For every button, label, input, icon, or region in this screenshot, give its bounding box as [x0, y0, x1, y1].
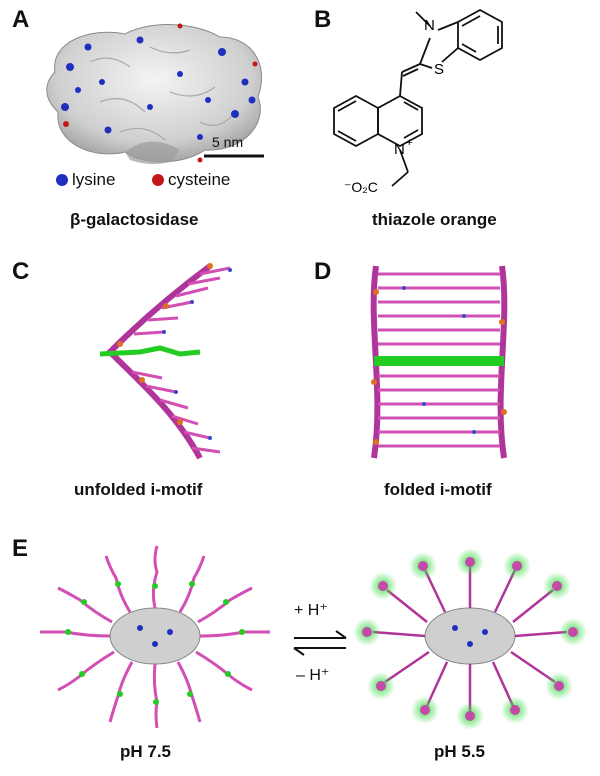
unfolded-imotif-image — [99, 263, 232, 460]
scale-bar-label: 5 nm — [212, 134, 244, 150]
atom-charge: + — [406, 137, 412, 149]
legend-lysine: lysine — [56, 170, 115, 190]
panel-d-letter: D — [314, 258, 332, 285]
cysteine-label: cysteine — [168, 170, 231, 189]
lysine-swatch — [56, 174, 68, 186]
panel-e-right-caption: pH 5.5 — [434, 742, 486, 761]
conjugate-ph75-image — [40, 545, 270, 729]
thiazole-orange-structure: N S N + ⁻O₂C — [333, 8, 503, 195]
atom-sulfur: S — [434, 61, 444, 78]
carboxylate-label: ⁻O₂C — [344, 179, 378, 195]
equilibrium-arrows — [293, 630, 347, 656]
panel-a-letter: A — [12, 6, 30, 33]
panel-e-left-caption: pH 7.5 — [120, 742, 172, 761]
panel-d-caption: folded i-motif — [384, 480, 492, 499]
panel-c-letter: C — [12, 258, 30, 285]
reverse-label: – H⁺ — [296, 667, 330, 684]
panel-e-letter: E — [12, 535, 29, 562]
atom-n-ring: N — [394, 141, 405, 158]
scale-bar — [204, 154, 264, 158]
folded-imotif-image — [370, 265, 508, 459]
forward-label: + H⁺ — [294, 602, 328, 619]
legend-cysteine: cysteine — [152, 170, 230, 190]
panel-b-letter: B — [314, 6, 332, 33]
panel-a-caption: β-galactosidase — [70, 210, 199, 229]
atom-n-methyl: N — [424, 17, 435, 34]
cysteine-swatch — [152, 174, 164, 186]
panel-b-caption: thiazole orange — [372, 210, 497, 229]
protein-surface-image — [46, 23, 263, 165]
conjugate-ph55-image — [353, 548, 587, 730]
lysine-label: lysine — [72, 170, 116, 189]
panel-c-caption: unfolded i-motif — [74, 480, 203, 499]
